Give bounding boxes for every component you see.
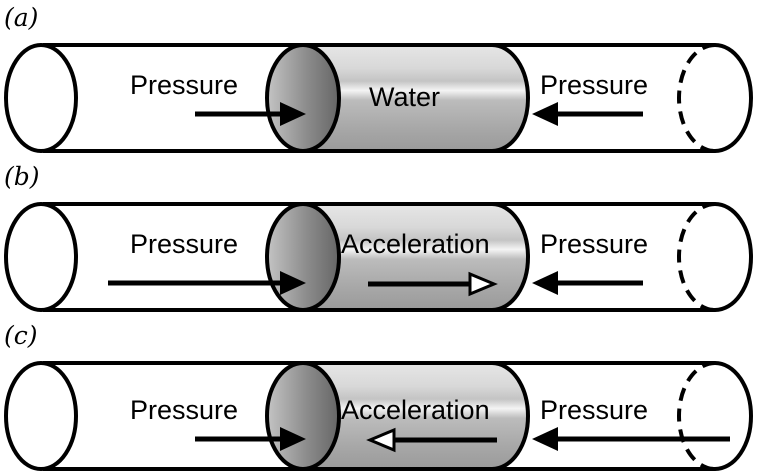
panel-tag: (c) [4,321,38,350]
right-pressure-label: Pressure [540,395,648,425]
left-pressure-label: Pressure [130,229,238,259]
pipe-right-end-hidden [677,202,716,312]
pipe-left-opening [4,43,78,153]
pipe-right-end-solid [714,202,753,312]
right-pressure-arrow [532,427,730,451]
acceleration-label: Acceleration [341,395,490,425]
acceleration-label: Acceleration [341,229,490,259]
pipe-right-end-hidden [677,361,716,471]
panel-b: (b) Pressure Acceleration Pressure [4,162,753,312]
water-left-face [265,202,341,312]
left-pressure-label: Pressure [130,70,238,100]
left-pressure-arrow [195,427,306,451]
panel-tag: (a) [4,3,38,32]
pipe-right-end-hidden [677,43,716,153]
water-left-face [265,43,341,153]
panel-tag: (b) [4,162,40,191]
right-pressure-arrow [532,271,643,295]
right-pressure-label: Pressure [540,70,648,100]
pipe-left-opening [4,361,78,471]
water-left-face [265,361,341,471]
left-pressure-arrow [195,102,306,126]
acceleration-arrow-right [368,271,498,297]
pipe-right-end-solid [714,361,753,471]
water-slug [265,43,530,153]
left-pressure-label: Pressure [130,395,238,425]
pipe [4,43,753,153]
right-pressure-label: Pressure [540,229,648,259]
panel-c: (c) Pressure Acceleration Pressure [4,321,753,471]
panel-a: (a) Pressure Water Pressure [4,3,753,153]
right-pressure-arrow [532,102,643,126]
water-label: Water [369,82,440,112]
pipe-left-opening [4,202,78,312]
acceleration-arrow-left [366,427,497,453]
pipe-right-end-solid [714,43,753,153]
left-pressure-arrow [108,271,306,295]
